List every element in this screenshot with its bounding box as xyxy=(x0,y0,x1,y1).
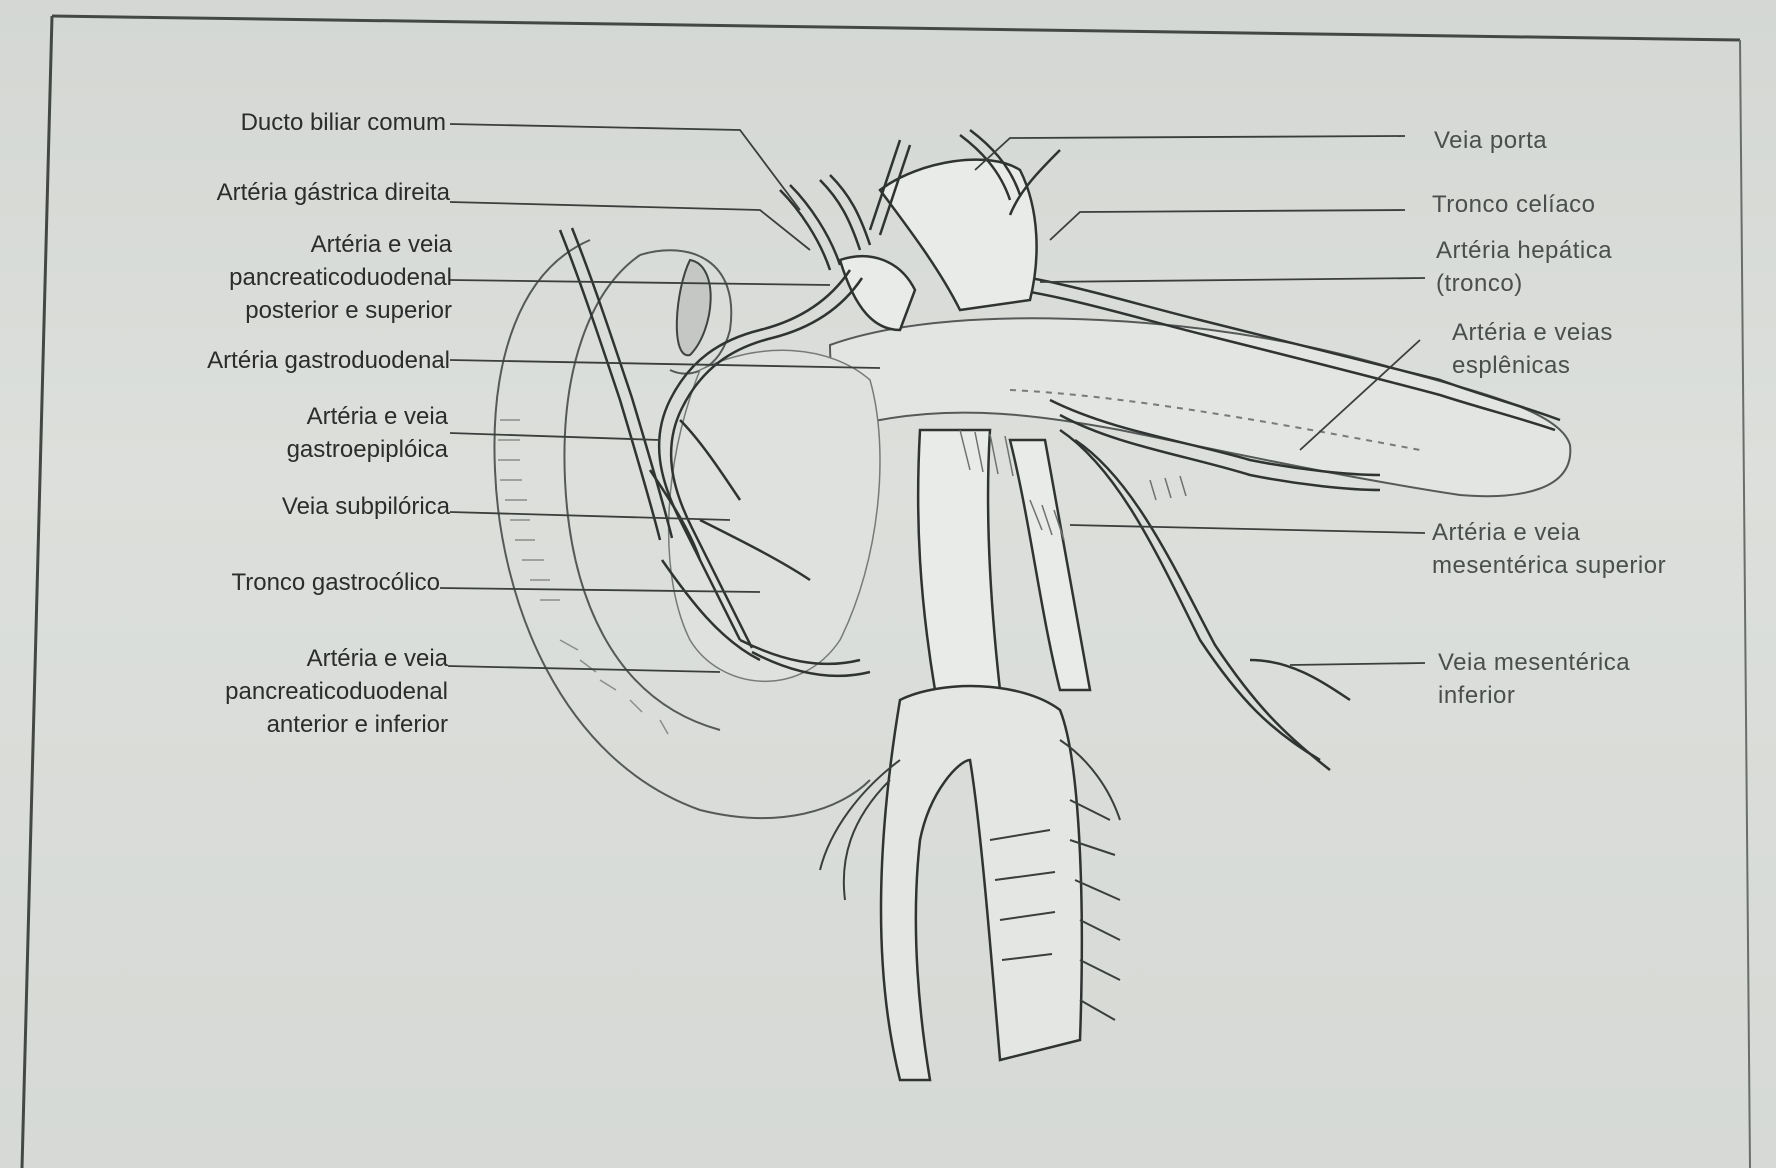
pylorus-ring xyxy=(677,260,711,355)
label-line: anterior e inferior xyxy=(225,708,448,741)
label-arteria-hepatica: Artéria hepática (tronco) xyxy=(1436,234,1612,300)
mesenteric-trunk xyxy=(918,430,1090,690)
label-pancreaticoduodenal-posterior: Artéria e veia pancreaticoduodenal poste… xyxy=(229,228,452,327)
shading xyxy=(960,430,1186,540)
label-tronco-celiaco: Tronco celíaco xyxy=(1432,188,1596,221)
label-line: posterior e superior xyxy=(229,294,452,327)
label-line: Veia mesentérica xyxy=(1438,646,1630,679)
label-line: Tronco gastrocólico xyxy=(231,566,440,599)
label-ducto-biliar: Ducto biliar comum xyxy=(241,106,446,139)
label-line: mesentérica superior xyxy=(1432,549,1666,582)
label-line: Artéria hepática xyxy=(1436,234,1612,267)
label-line: esplênicas xyxy=(1452,349,1613,382)
label-line: pancreaticoduodenal xyxy=(229,261,452,294)
label-line: Artéria gastroduodenal xyxy=(207,344,450,377)
label-gastrocolico: Tronco gastrocólico xyxy=(231,566,440,599)
label-line: gastroepiplóica xyxy=(287,433,448,466)
label-line: pancreaticoduodenal xyxy=(225,675,448,708)
label-line: Artéria e veias xyxy=(1452,316,1613,349)
label-line: Artéria gástrica direita xyxy=(217,176,450,209)
frame-left xyxy=(22,16,52,1168)
label-line: Artéria e veia xyxy=(1432,516,1666,549)
pancreas-head xyxy=(669,350,880,681)
label-line: Ducto biliar comum xyxy=(241,106,446,139)
label-gastroduodenal: Artéria gastroduodenal xyxy=(207,344,450,377)
label-pancreaticoduodenal-anterior: Artéria e veia pancreaticoduodenal anter… xyxy=(225,642,448,741)
label-mesenterica-superior: Artéria e veia mesentérica superior xyxy=(1432,516,1666,582)
label-esplenicas: Artéria e veias esplênicas xyxy=(1452,316,1613,382)
label-line: Artéria e veia xyxy=(287,400,448,433)
gastroepiploic xyxy=(560,228,672,540)
label-line: (tronco) xyxy=(1436,267,1612,300)
frame-right xyxy=(1740,40,1750,1168)
label-gastroepiploica: Artéria e veia gastroepiplóica xyxy=(287,400,448,466)
label-line: Artéria e veia xyxy=(229,228,452,261)
label-arteria-gastrica: Artéria gástrica direita xyxy=(217,176,450,209)
frame-top xyxy=(52,16,1740,40)
inferior-mesenteric xyxy=(1060,430,1350,770)
label-line: inferior xyxy=(1438,679,1630,712)
label-veia-porta: Veia porta xyxy=(1434,124,1547,157)
label-mesenterica-inferior: Veia mesentérica inferior xyxy=(1438,646,1630,712)
label-line: Tronco celíaco xyxy=(1432,188,1596,221)
aorta-lower xyxy=(881,686,1082,1080)
label-subpilorica: Veia subpilórica xyxy=(282,490,450,523)
label-line: Veia subpilórica xyxy=(282,490,450,523)
label-line: Veia porta xyxy=(1434,124,1547,157)
label-line: Artéria e veia xyxy=(225,642,448,675)
